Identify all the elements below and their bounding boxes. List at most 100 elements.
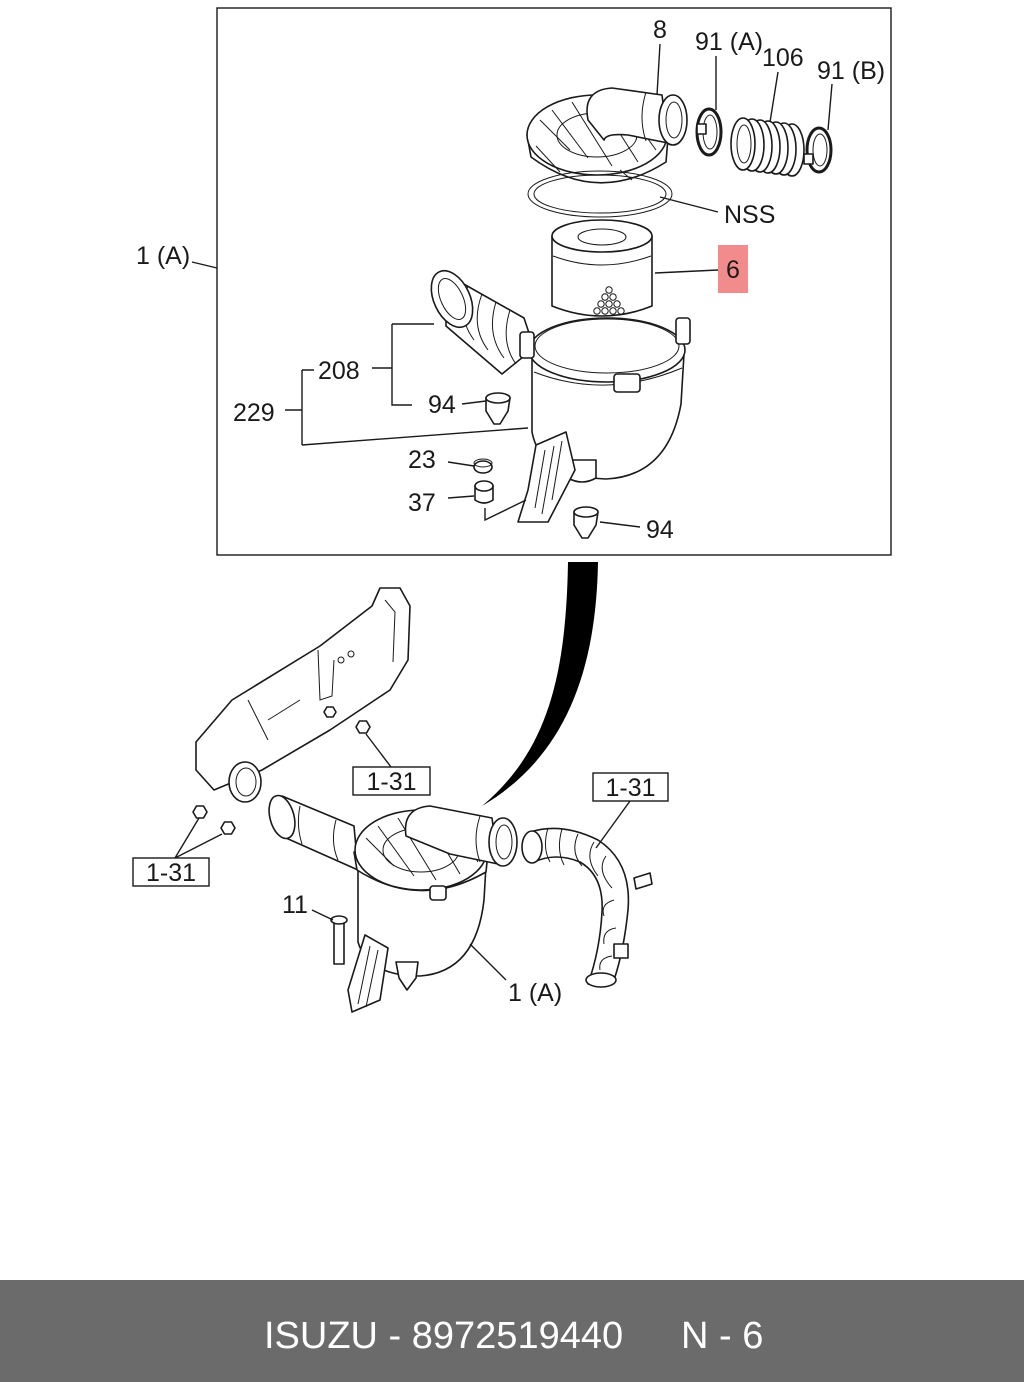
nut-upper	[355, 720, 371, 734]
bolt-bracket	[323, 706, 337, 718]
bolt-11	[330, 915, 348, 965]
vacuator-valve-lower	[573, 506, 599, 539]
air-cleaner-cover	[526, 87, 688, 184]
callout-91a: 91 (A)	[695, 28, 763, 56]
ref-box-right: 1-31	[592, 772, 669, 802]
grommet-23-top	[473, 458, 493, 468]
filter-element-body	[551, 235, 653, 317]
ref-box-upper: 1-31	[352, 766, 431, 796]
callout-11: 11	[282, 891, 308, 919]
hose-106-bore	[736, 124, 752, 164]
cushion-37-top	[474, 480, 494, 492]
parts-diagram: 8 91 (A) 106 91 (B) NSS 1 (A) 6 208 229 …	[132, 7, 892, 1013]
callout-91b: 91 (B)	[817, 57, 885, 85]
air-cleaner-assembly	[353, 805, 518, 977]
callout-208: 208	[318, 357, 360, 385]
ref-box-left-frame	[132, 857, 210, 887]
filter-element	[551, 219, 653, 317]
body-clamp-front	[613, 373, 641, 393]
ref-box-left-label: 1-31	[146, 859, 196, 887]
callout-nss: NSS	[724, 201, 775, 229]
outlet-hose-inlet	[521, 830, 543, 864]
vacuator-valve-upper	[485, 392, 511, 425]
callout-106: 106	[762, 44, 804, 72]
connector-hose	[268, 794, 359, 871]
clamp-91a	[695, 107, 723, 157]
callout-assembly-1a: 1 (A)	[136, 242, 190, 270]
inlet-hose-mouth	[430, 269, 474, 329]
outlet-hose-ribs	[544, 827, 617, 971]
outlet-hose-outlet	[585, 972, 617, 988]
cover-gasket	[527, 170, 673, 218]
callout-6: 6	[726, 256, 740, 284]
clamp-91a-screw	[696, 123, 707, 135]
bracket-ribs	[534, 440, 563, 515]
clamp-91b	[803, 126, 833, 174]
ref-box-upper-label: 1-31	[366, 768, 416, 796]
callout-8: 8	[653, 16, 667, 44]
outlet-hose-port	[613, 943, 629, 959]
bottom-leader-lines	[174, 733, 631, 981]
bracket-plate	[517, 431, 576, 523]
gasket-inner	[533, 174, 667, 214]
bottom-panel: 1-31 1-31 1-31 11 1 (A)	[132, 587, 669, 1013]
valve-lower-lip	[573, 506, 599, 518]
callout-94-lower: 94	[646, 516, 674, 544]
hose-106	[730, 117, 805, 177]
body-clamp-left	[519, 331, 535, 359]
callout-37: 37	[408, 489, 436, 517]
callout-94-upper: 94	[428, 391, 456, 419]
ref-box-upper-frame	[352, 766, 431, 796]
duct-bracket-body	[195, 587, 411, 791]
filter-element-band	[552, 255, 652, 266]
lower-bracket-plate	[347, 934, 389, 1013]
body-rim-inner	[534, 318, 680, 374]
filter-element-pattern	[593, 286, 625, 315]
gasket-outer	[527, 170, 673, 218]
top-panel: 8 91 (A) 106 91 (B) NSS 1 (A) 6 208 229 …	[136, 7, 892, 556]
mounting-bracket	[517, 431, 576, 523]
part-6-highlight	[718, 245, 748, 293]
bolt-11-head	[330, 915, 348, 925]
connector-hose-end	[268, 794, 296, 840]
filter-element-bore	[577, 228, 627, 246]
callout-assembly-1a-lower: 1 (A)	[508, 979, 562, 1007]
outlet-hose-nipple	[633, 872, 653, 890]
cover-outlet-bore	[665, 101, 683, 139]
outlet-hose	[521, 827, 653, 988]
clamp-91b-inner	[812, 133, 828, 167]
assembly-ribs	[365, 812, 479, 881]
outlet-hose-body	[529, 827, 630, 985]
duct-bracket-panel	[247, 599, 396, 741]
footer-banner: ISUZU - 8972519440 N - 6	[0, 1280, 1024, 1382]
inlet-hose	[430, 269, 535, 375]
cover-elbow	[586, 87, 669, 144]
body-clamp-right	[675, 317, 691, 345]
lower-bracket-ribs	[357, 945, 379, 1008]
clamp-91b-screw	[803, 153, 814, 165]
connector-hose-ribs	[297, 805, 339, 861]
footer-part-number: ISUZU - 8972519440	[264, 1315, 624, 1357]
callout-23: 23	[408, 446, 436, 474]
callout-229: 229	[233, 399, 275, 427]
bolt-11-shank	[333, 919, 345, 965]
cover-elbow-bead	[641, 91, 647, 142]
duct-outlet-bore	[235, 767, 257, 797]
assembly-outlet-bead	[475, 815, 481, 863]
body-rim	[528, 317, 686, 383]
intake-duct-bracket	[195, 587, 411, 803]
body-band	[533, 367, 683, 386]
bolt-left-2	[220, 821, 236, 835]
lower-bracket	[347, 934, 389, 1013]
ref-box-right-label: 1-31	[605, 774, 655, 802]
inlet-hose-bore	[437, 278, 467, 320]
ref-box-left: 1-31	[132, 857, 210, 887]
top-panel-frame	[216, 7, 892, 556]
grommet-23	[473, 458, 493, 474]
cushion-37	[474, 480, 494, 504]
top-leader-lines	[191, 43, 833, 528]
filter-element-top	[551, 219, 653, 253]
assembly-outlet-bore	[495, 824, 513, 860]
ref-box-right-frame	[592, 772, 669, 802]
bolt-left-1	[192, 805, 208, 819]
